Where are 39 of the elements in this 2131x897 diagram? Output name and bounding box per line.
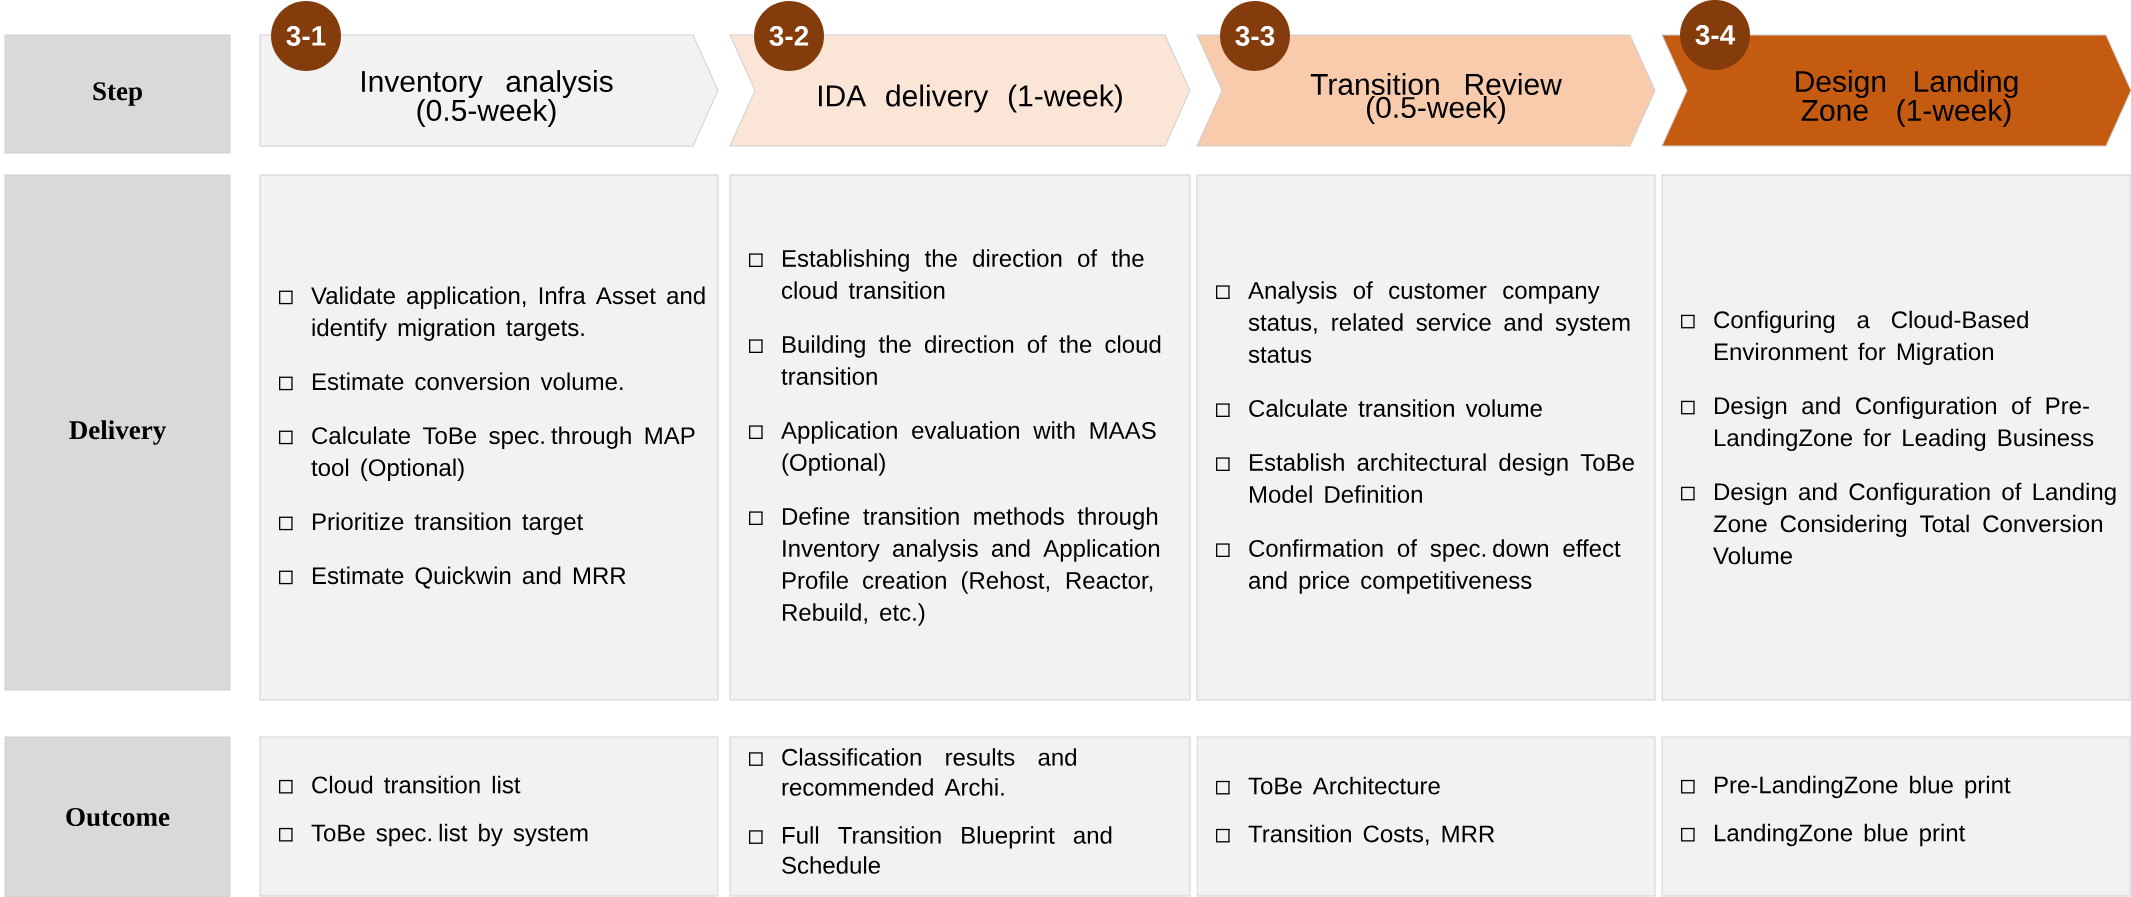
list-item: Classification results and recommended Archi. xyxy=(782,748,1076,796)
list-item: Prioritize transition target xyxy=(313,512,584,535)
list-item: Configuring a Cloud-Based Environment for Migration xyxy=(1714,310,2028,366)
outcome-box xyxy=(729,736,1191,897)
list-item: Full Transition Blueprint and Schedule xyxy=(782,826,1112,874)
list-item: Building the direction of the cloud transition xyxy=(781,335,1161,385)
list-item: Calculate ToBe spec. through MAP tool (Optional) xyxy=(311,426,695,481)
list-item: LandingZone blue print xyxy=(1715,823,1966,847)
list-item: Transition Costs, MRR xyxy=(1248,824,1495,846)
step-badge: 3-3 xyxy=(1220,1,1290,71)
list-item: Establish architectural design ToBe Model Definition xyxy=(1250,453,1634,503)
delivery-box xyxy=(259,174,719,701)
row-header: Step xyxy=(4,34,231,154)
outcome-box xyxy=(1661,736,2131,897)
delivery-box xyxy=(729,174,1191,701)
list-item: Analysis of customer company status, related service and system status xyxy=(1248,281,1630,363)
list-item: ToBe Architecture xyxy=(1248,776,1440,795)
list-item: Application evaluation with MAAS (Optional) xyxy=(781,421,1156,476)
list-item: Estimate conversion volume. xyxy=(313,372,623,391)
list-item: Confirmation of spec. down effect and price competitiveness xyxy=(1249,539,1621,594)
outcome-box xyxy=(259,736,719,897)
list-item: Cloud transition list xyxy=(312,775,521,794)
delivery-box xyxy=(1196,174,1656,701)
step-badge: 3-1 xyxy=(271,1,341,71)
step-badge: 3-4 xyxy=(1680,0,1750,70)
list-item: Define transition methods through Inventory analysis and Application Profile creation (Rehost, Reactor, Rebuild, etc.) xyxy=(783,507,1160,626)
list-item: Design and Configuration of Pre-LandingZone for Leading Business xyxy=(1715,396,2094,452)
list-item: Establishing the direction of the cloud transition xyxy=(782,249,1144,299)
row-header: Outcome xyxy=(4,736,231,897)
delivery-box xyxy=(1661,174,2131,701)
list-item: Calculate transition volume xyxy=(1249,399,1542,417)
step-badge: 3-2 xyxy=(754,1,824,71)
list-item: Design and Configuration of Landing Zone Considering Total Conversion Volume xyxy=(1713,482,2116,565)
row-header: Delivery xyxy=(4,174,231,691)
list-item: Estimate Quickwin and MRR xyxy=(313,566,626,589)
list-item: Validate application, Infra Asset and identify migration targets. xyxy=(311,286,705,341)
list-item: Pre-LandingZone blue print xyxy=(1715,775,2011,799)
outcome-box xyxy=(1196,736,1656,897)
list-item: ToBe spec. list by system xyxy=(311,823,588,847)
